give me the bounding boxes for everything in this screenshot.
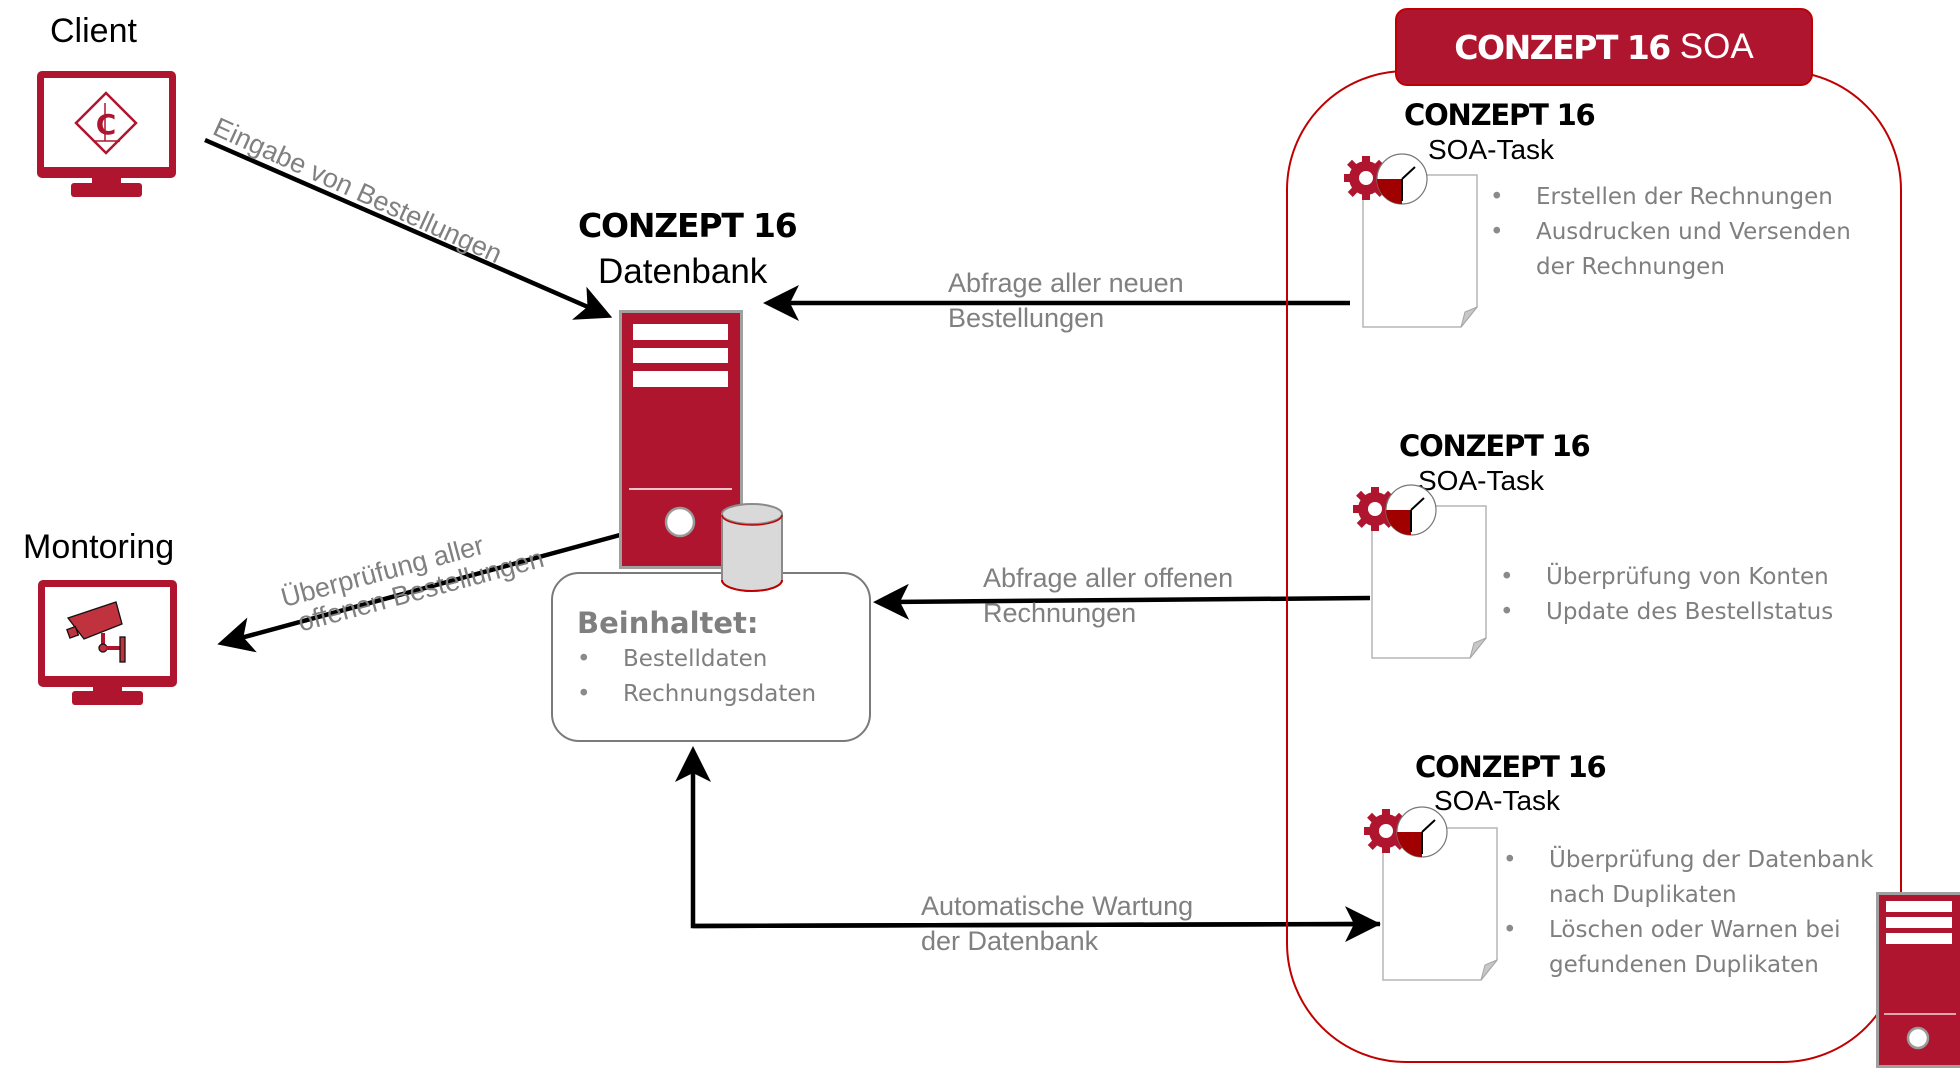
task-bullet: Überprüfung von Konten — [1500, 560, 1833, 595]
arrow-task2-to-db — [873, 583, 1371, 620]
task-bullets: Überprüfung der Datenbank nach Duplikate… — [1503, 843, 1874, 983]
flow-label-task2-to-db: Abfrage aller offenen Rechnungen — [983, 561, 1233, 631]
database-cylinder-icon — [721, 503, 783, 592]
clock-icon — [1376, 153, 1428, 205]
task-title: SOA-Task — [1434, 785, 1561, 816]
client-monitor-icon[interactable]: C — [37, 71, 177, 197]
scheduled-task-icon — [1364, 806, 1498, 981]
client-label: Client — [50, 12, 137, 50]
task-bullet-continuation: nach Duplikaten — [1549, 882, 1737, 908]
conzept16-logo-icon: C — [74, 91, 138, 155]
soa-header-brand: CONZEPT 16 — [1454, 27, 1671, 67]
clock-icon — [1396, 806, 1448, 858]
task-bullet: Löschen oder Warnen bei — [1503, 913, 1874, 948]
scheduled-task-icon — [1344, 153, 1478, 328]
task-bullet-continuation: gefundenen Duplikaten — [1549, 952, 1819, 978]
flow-text-line2: Rechnungen — [983, 598, 1137, 628]
clock-icon — [1385, 484, 1437, 536]
svg-text:C: C — [96, 108, 117, 141]
task-bullets: Überprüfung von Konten Update des Bestel… — [1500, 560, 1833, 630]
soa-header-suffix: SOA — [1679, 27, 1754, 66]
arrow-client-to-db — [204, 137, 613, 320]
arrow-maintenance-to-task3 — [692, 906, 1381, 943]
flow-text-line1: Abfrage aller offenen — [983, 563, 1234, 593]
task-title: SOA-Task — [1428, 134, 1555, 165]
flow-text-line2: Bestellungen — [948, 303, 1105, 333]
task-bullet: Ausdrucken und Versenden — [1490, 215, 1851, 250]
scheduled-task-icon — [1353, 484, 1487, 659]
arrow-db-to-monitoring — [217, 532, 621, 653]
monitoring-monitor-icon[interactable] — [38, 580, 178, 705]
db-contents-item: Rechnungsdaten — [577, 677, 816, 712]
security-camera-icon — [66, 601, 126, 663]
task-brand: CONZEPT 16 — [1415, 750, 1607, 784]
monitoring-label: Montoring — [23, 528, 175, 566]
task-brand: CONZEPT 16 — [1404, 98, 1596, 132]
task-bullet: Überprüfung der Datenbank — [1503, 843, 1874, 878]
flow-label-db-to-task3: Automatische Wartung der Datenbank — [921, 889, 1193, 959]
flow-label-task1-to-db: Abfrage aller neuen Bestellungen — [948, 266, 1184, 336]
task-title: SOA-Task — [1418, 465, 1545, 496]
db-contents-list: Bestelldaten Rechnungsdaten — [577, 642, 816, 712]
db-title: Datenbank — [598, 252, 768, 291]
task-bullets: Erstellen der Rechnungen Ausdrucken und … — [1490, 180, 1851, 285]
flow-text-line1: Abfrage aller neuen — [948, 268, 1184, 298]
task-bullet-continuation: der Rechnungen — [1536, 254, 1725, 280]
db-contents-box: Beinhaltet: Bestelldaten Rechnungsdaten — [551, 572, 871, 742]
db-brand: CONZEPT 16 — [578, 206, 798, 245]
task-bullet: Erstellen der Rechnungen — [1490, 180, 1851, 215]
soa-header: CONZEPT 16 SOA — [1395, 8, 1813, 86]
soa-server-icon[interactable] — [1876, 892, 1960, 1069]
flow-text-line1: Automatische Wartung — [921, 891, 1194, 921]
task-brand: CONZEPT 16 — [1399, 429, 1591, 463]
flow-text-line2: der Datenbank — [921, 926, 1099, 956]
db-contents-item: Bestelldaten — [577, 642, 816, 677]
db-contents-title: Beinhaltet: — [577, 606, 759, 640]
task-bullet: Update des Bestellstatus — [1500, 595, 1833, 630]
